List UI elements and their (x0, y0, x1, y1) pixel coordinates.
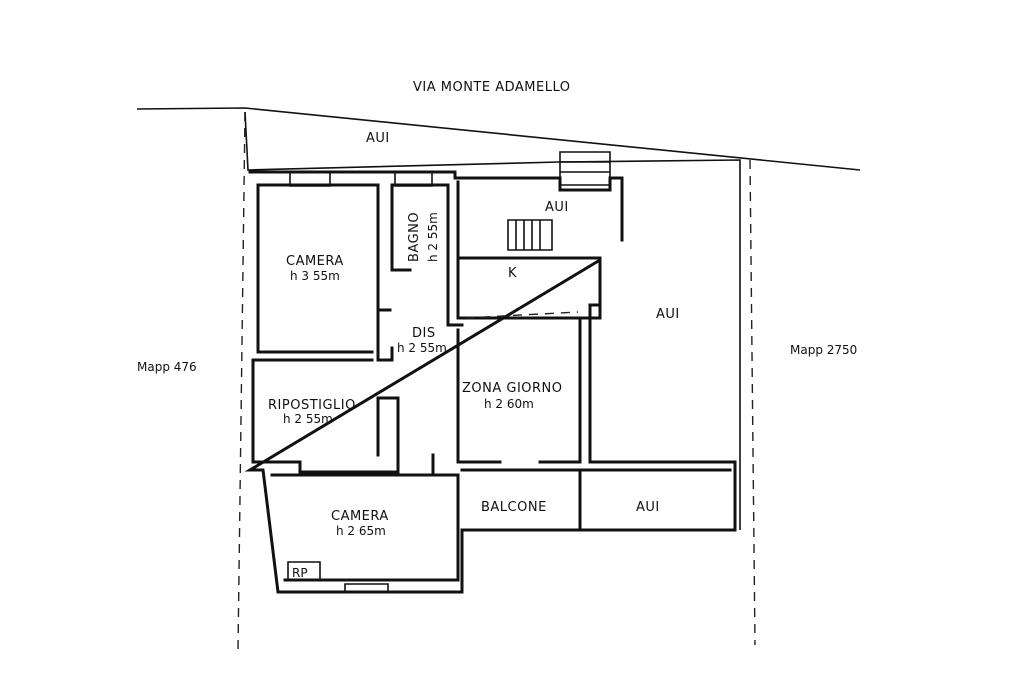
rp-name: RP (292, 566, 308, 580)
zona-giorno-name: ZONA GIORNO (462, 381, 563, 396)
bagno-height: h 2 55m (426, 212, 440, 262)
outer-wall (244, 170, 737, 594)
property-limit-right (749, 159, 756, 646)
property-limit-left (237, 111, 246, 651)
area-aui-stair: AUI (545, 200, 569, 215)
ripostiglio-walls (251, 358, 400, 474)
rp-closet (287, 561, 321, 581)
camera1-walls (256, 183, 392, 354)
balcony-walls (460, 468, 732, 532)
camera2-walls (270, 453, 460, 582)
ripostiglio-height: h 2 55m (283, 412, 333, 426)
area-aui-right: AUI (656, 307, 680, 322)
area-aui-balcony: AUI (636, 500, 660, 515)
bagno-name: BAGNO (407, 212, 422, 262)
balcone-name: BALCONE (481, 500, 547, 515)
zona-giorno-height: h 2 60m (484, 397, 534, 411)
staircase (507, 151, 611, 251)
neighbor-left: Mapp 476 (137, 360, 197, 374)
bagno-walls (390, 183, 450, 272)
street-boundary-line (136, 107, 861, 171)
kitchen-opening (464, 311, 579, 319)
area-aui-top: AUI (366, 131, 390, 146)
dis-name: DIS (412, 326, 436, 341)
dis-walls (376, 266, 464, 362)
window-marks (289, 171, 433, 593)
camera2-name: CAMERA (331, 509, 389, 524)
camera2-height: h 2 65m (336, 524, 386, 538)
ripostiglio-name: RIPOSTIGLIO (268, 398, 356, 413)
zona-giorno-walls (456, 318, 582, 464)
camera1-height: h 3 55m (290, 269, 340, 283)
dis-height: h 2 55m (397, 341, 447, 355)
stair-walls (456, 180, 602, 320)
street-label: VIA MONTE ADAMELLO (413, 80, 570, 95)
camera1-name: CAMERA (286, 254, 344, 269)
kitchen-name: K (508, 266, 517, 281)
neighbor-right: Mapp 2750 (790, 343, 857, 357)
